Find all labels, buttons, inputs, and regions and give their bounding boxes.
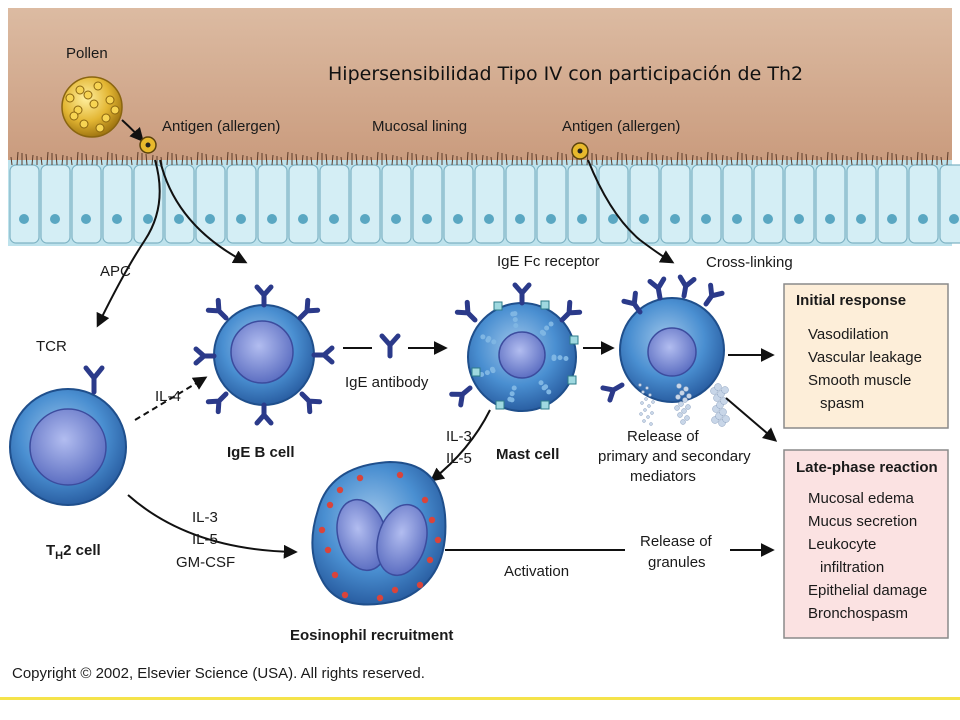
- activated-mast-cell: [619, 297, 725, 403]
- release-mediators-line2: primary and secondary: [598, 448, 751, 465]
- ige-antibody-label: IgE antibody: [345, 374, 429, 391]
- il3-mast-label: IL-3: [446, 428, 472, 445]
- initial-response-item: Smooth muscle: [808, 372, 911, 389]
- copyright-text: Copyright © 2002, Elsevier Science (USA)…: [12, 665, 425, 682]
- release-mediators-line3: mediators: [630, 468, 696, 485]
- il4-arrow: [134, 376, 208, 421]
- initial-response-box: Initial response Vasodilation Vascular l…: [783, 283, 949, 429]
- late-phase-box: Late-phase reaction Mucosal edema Mucus …: [783, 449, 949, 639]
- ige-antibody-icon: [379, 333, 401, 359]
- release-mediators-line1: Release of: [627, 428, 700, 445]
- late-phase-title: Late-phase reaction: [796, 459, 938, 476]
- late-phase-item: Mucosal edema: [808, 490, 915, 507]
- antigen-right-label: Antigen (allergen): [562, 118, 680, 135]
- initial-response-item: Vascular leakage: [808, 349, 922, 366]
- th2-cell-label: TH2 cell: [46, 542, 101, 562]
- mucus-layer: [8, 8, 952, 168]
- cross-linked-receptors-icon: [600, 274, 725, 403]
- ige-receptors-icon: [193, 284, 335, 426]
- pollen-label: Pollen: [66, 45, 108, 62]
- late-phase-item: Mucus secretion: [808, 513, 917, 530]
- il4-label: IL-4: [155, 388, 181, 405]
- ige-b-cell: [213, 304, 315, 406]
- late-phase-item: infiltration: [820, 559, 884, 576]
- pollen-grain-icon: [61, 76, 123, 138]
- degranulation-particles: [638, 383, 730, 427]
- initial-response-item: spasm: [820, 395, 864, 412]
- late-phase-item: Leukocyte: [808, 536, 876, 553]
- release-granules-line1: Release of: [640, 533, 713, 550]
- initial-response-item: Vasodilation: [808, 326, 889, 343]
- antigen-icon: [139, 136, 157, 154]
- initial-response-title: Initial response: [796, 292, 906, 309]
- eosinophil-cell: [311, 460, 447, 606]
- il5-th2-label: IL-5: [192, 531, 218, 548]
- il3-th2-label: IL-3: [192, 509, 218, 526]
- antigen-left-label: Antigen (allergen): [162, 118, 280, 135]
- slide-title: Hipersensibilidad Tipo IV con participac…: [328, 63, 803, 85]
- release-granules-line2: granules: [648, 554, 706, 571]
- eosinophil-granules: [318, 471, 442, 602]
- mucosal-lining-label: Mucosal lining: [372, 118, 467, 135]
- apc-label: APC: [100, 263, 131, 280]
- epithelial-cells: [9, 164, 960, 244]
- ige-b-cell-label: IgE B cell: [227, 444, 295, 461]
- mast-cell: [467, 302, 577, 412]
- footer-line: [0, 697, 960, 700]
- ige-fc-receptor-icon: [449, 282, 583, 410]
- il5-mast-label: IL-5: [446, 450, 472, 467]
- gmcsf-th2-label: GM-CSF: [176, 554, 235, 571]
- mast-cell-label: Mast cell: [496, 446, 559, 463]
- tcr-receptor-icon: [83, 365, 105, 395]
- activation-label: Activation: [504, 563, 569, 580]
- antigen-icon: [571, 142, 589, 160]
- mast-granules: [479, 311, 569, 403]
- cilia: [10, 151, 949, 166]
- th2-cell: [9, 388, 127, 506]
- tcr-label: TCR: [36, 338, 67, 355]
- ige-fc-receptor-label: IgE Fc receptor: [497, 253, 600, 270]
- eosinophil-recruitment-label: Eosinophil recruitment: [290, 627, 453, 644]
- late-phase-item: Epithelial damage: [808, 582, 927, 599]
- cross-linking-label: Cross-linking: [706, 254, 793, 271]
- late-phase-item: Bronchospasm: [808, 605, 908, 622]
